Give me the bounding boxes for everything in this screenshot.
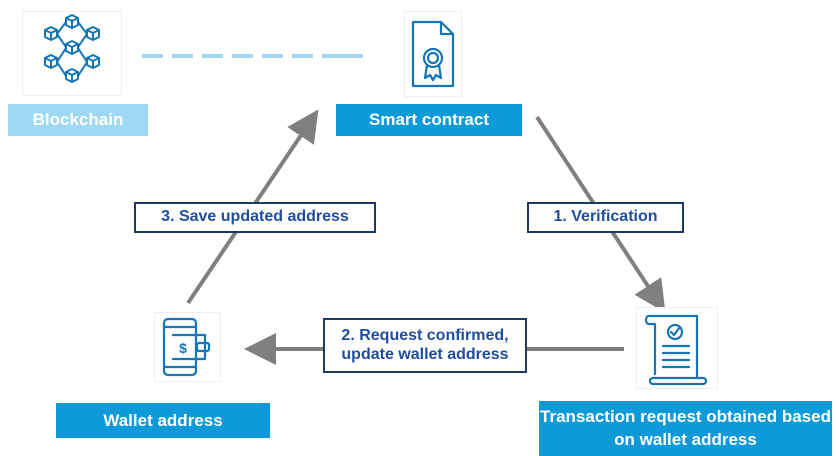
dash-segment <box>262 54 283 58</box>
step-3-save-address: 3. Save updated address <box>134 202 376 233</box>
blockchain-cubes-icon <box>23 12 121 95</box>
dash-segment <box>172 54 193 58</box>
transaction-label: Transaction request obtained based on wa… <box>539 401 832 456</box>
dash-segment <box>292 54 313 58</box>
smart-contract-label: Smart contract <box>336 104 522 136</box>
wallet-label: Wallet address <box>56 403 270 438</box>
certificate-document-icon <box>405 12 461 96</box>
dash-segment <box>232 54 253 58</box>
svg-text:$: $ <box>179 340 187 356</box>
blockchain-label: Blockchain <box>8 104 148 136</box>
step-2-request-confirmed: 2. Request confirmed, update wallet addr… <box>323 318 527 373</box>
checklist-scroll-icon <box>637 308 717 388</box>
phone-wallet-icon: $ <box>155 313 220 381</box>
dash-segment <box>342 54 363 58</box>
step-1-verification: 1. Verification <box>527 202 684 233</box>
dash-segment <box>202 54 223 58</box>
dash-segment <box>142 54 163 58</box>
dash-segment <box>322 54 343 58</box>
